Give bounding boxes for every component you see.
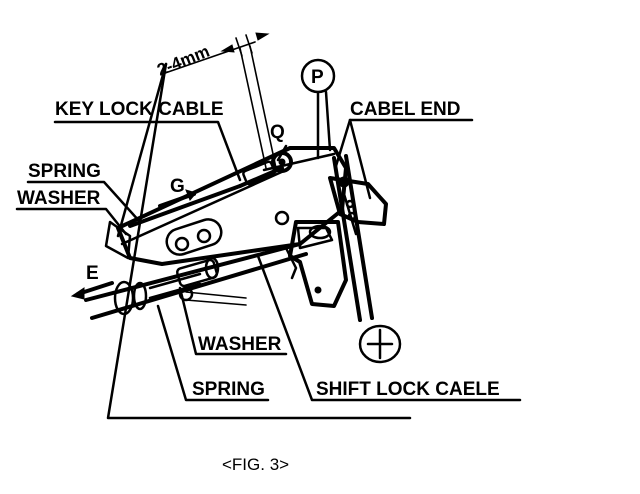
- q-fastener: [271, 151, 293, 173]
- p-label: P: [311, 67, 324, 88]
- washer-bottom-label: WASHER: [198, 334, 282, 355]
- dimension-indicator: [167, 32, 277, 169]
- washer-top-label: WASHER: [17, 188, 101, 209]
- spring-bottom-leader: [156, 304, 270, 402]
- q-label: Q: [270, 122, 285, 143]
- shift-lock-cable: [84, 242, 308, 320]
- figure-caption: <FIG. 3>: [222, 455, 289, 474]
- key-lock-cable-leader: [53, 120, 242, 182]
- washer-bottom-leader: [178, 286, 288, 356]
- dimension-label: 2-4mm: [154, 42, 212, 80]
- shift-lock-cable-label: SHIFT LOCK CAELE: [316, 379, 500, 400]
- key-lock-cable-assembly: [128, 152, 336, 228]
- cabel-end-label: CABEL END: [350, 99, 461, 120]
- spring-top-leader: [26, 180, 142, 224]
- leader-frame-line: [106, 62, 412, 420]
- detent-plate: [274, 210, 348, 308]
- key-lock-cable-label: KEY LOCK CABLE: [55, 99, 224, 120]
- cable-end-bracket: [328, 176, 388, 236]
- e-label: E: [86, 263, 99, 284]
- g-label: G: [170, 176, 185, 197]
- shift-lock-cable-leader: [256, 254, 522, 402]
- spring-bottom-label: SPRING: [192, 379, 265, 400]
- cabel-end-leader-2: [348, 118, 372, 200]
- spring-top-label: SPRING: [28, 161, 101, 182]
